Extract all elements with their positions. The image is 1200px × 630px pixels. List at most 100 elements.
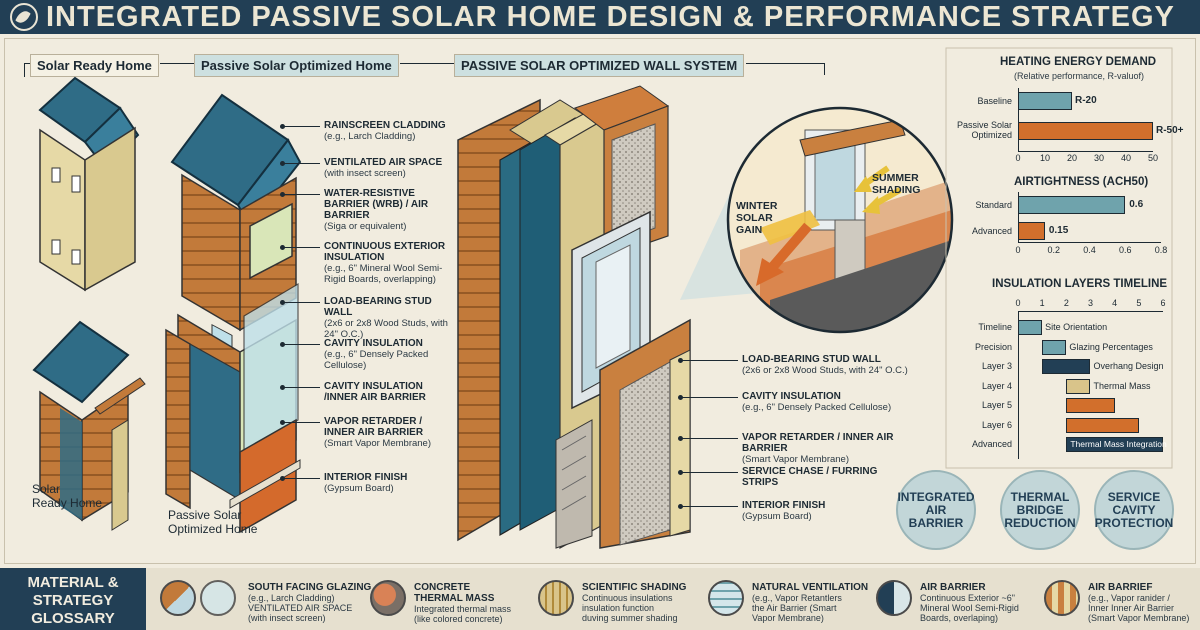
chart-tick-label: 0.2	[1047, 245, 1061, 255]
leader-line	[280, 192, 320, 197]
leader-line	[280, 420, 320, 425]
wall-layer-note-sub: (2x6 or 2x8 Wood Studs, with 24" O.C.)	[324, 318, 448, 340]
wall-layer-note-left: WATER-RESISTIVE BARRIER (WRB) / AIR BARR…	[324, 188, 450, 232]
leader-line	[280, 342, 320, 347]
glossary-item-title: SCIENTIFIC SHADING	[582, 582, 687, 593]
leader-line	[678, 395, 738, 400]
chart-axis	[1018, 311, 1163, 312]
badge-integrated-air-barrier: INTEGRATED AIR BARRIER	[896, 470, 976, 550]
main-panel-frame	[4, 38, 1196, 564]
wall-layer-note-sub: (e.g., Larch Cladding)	[324, 131, 416, 142]
house-illustrations	[32, 47, 1173, 550]
chart-tick-label: 0	[1015, 298, 1021, 308]
glossary-item-desc: (e.g., Larch Cladding) VENTILATED AIR SP…	[248, 593, 353, 623]
wall-layer-note-sub: (2x6 or 2x8 Wood Studs, with 24" O.C.)	[742, 365, 908, 376]
chart-category-label: Timeline	[978, 322, 1012, 332]
glossary-item-desc: Integrated thermal mass (like colored co…	[414, 604, 512, 624]
wall-layer-note-sub: (Gypsum Board)	[324, 483, 394, 494]
glossary-item: SOUTH FACING GLAZING(e.g., Larch Claddin…	[160, 574, 371, 630]
glossary-item-title: NATURAL VENTILATION	[752, 582, 869, 593]
timeline-bar	[1066, 417, 1139, 433]
badge-thermal-bridge-reduction: THERMAL BRIDGE REDUCTION	[1000, 470, 1080, 550]
chart-bar	[1018, 222, 1045, 240]
leader-line	[678, 358, 738, 363]
shading-icon	[538, 580, 574, 616]
glossary-item-desc: (e.g., Vapor Retantlers the Air Barrier …	[752, 593, 842, 623]
chart-category-label: Advanced	[971, 226, 1012, 236]
wall-layer-note-right: CAVITY INSULATION(e.g., 6" Densely Packe…	[742, 391, 912, 413]
leader-line	[280, 124, 320, 129]
wall-layer-note-sub: (Smart Vapor Membrane)	[742, 454, 849, 465]
page-title: INTEGRATED PASSIVE SOLAR HOME DESIGN & P…	[46, 1, 1175, 33]
chart-tick-label: 0	[1015, 153, 1021, 163]
wall-layer-note-right: VAPOR RETARDER / INNER AIR BARRIER(Smart…	[742, 432, 912, 465]
wall-layer-note-sub: (with insect screen)	[324, 168, 406, 179]
chart-title: HEATING ENERGY DEMAND	[1000, 56, 1157, 68]
wall-layer-note-title: INTERIOR FINISH	[324, 472, 408, 483]
chart-tick-label: 0.8	[1154, 245, 1168, 255]
section-connector	[160, 63, 194, 64]
timeline-bar	[1066, 437, 1163, 452]
glossary-item-title: SOUTH FACING GLAZING	[248, 582, 372, 593]
chart-category-label: Advanced	[971, 439, 1012, 449]
chart-tick-label: 20	[1066, 153, 1078, 163]
caption-solar-ready: Solar Ready Home	[32, 482, 103, 510]
wall-layer-note-left: INTERIOR FINISH(Gypsum Board)	[324, 472, 450, 494]
glossary-item-desc: Continuous Exterior ~6" Mineral Wool Sem…	[920, 593, 1019, 623]
timeline-bar-label: Thermal Mass	[1093, 380, 1151, 391]
leader-line	[280, 245, 320, 250]
concrete-icon	[370, 580, 406, 616]
section-tag-solar-ready: Solar Ready Home	[30, 54, 159, 77]
leader-line	[678, 504, 738, 509]
wall-layer-note-sub: (e.g., 6" Densely Packed Cellulose)	[742, 402, 892, 413]
wall-layer-note-left: LOAD-BEARING STUD WALL(2x6 or 2x8 Wood S…	[324, 296, 450, 340]
section-connector	[824, 63, 825, 75]
summer-shading-label: SUMMER SHADING	[872, 172, 921, 196]
section-connector	[400, 63, 454, 64]
chart-data-label: 0.15	[1048, 225, 1069, 236]
timeline-bar-label: Glazing Percentages	[1069, 341, 1153, 352]
wall-layer-note-sub: (Siga or equivalent)	[324, 221, 407, 232]
timeline-bar	[1066, 398, 1115, 413]
glazing-icon	[160, 580, 196, 616]
chart-subtitle: (Relative performance, R-valuof)	[1014, 71, 1145, 81]
glossary-item-title: AIR BARRIER	[920, 582, 986, 593]
chart-title: INSULATION LAYERS TIMELINE	[992, 278, 1168, 290]
wall-layer-note-title: WATER-RESISTIVE BARRIER (WRB) / AIR BARR…	[324, 188, 429, 221]
glossary-item-title: AIR BARRIEF	[1088, 582, 1153, 593]
wall-layer-note-sub: (Smart Vapor Membrane)	[324, 438, 431, 449]
section-tag-passive-optimized: Passive Solar Optimized Home	[194, 54, 399, 77]
chart-tick-label: 50	[1147, 153, 1159, 163]
chart-tick-label: 1	[1039, 298, 1045, 308]
wall-layer-note-left: VENTILATED AIR SPACE(with insect screen)	[324, 157, 450, 179]
wall-layer-note-title: VENTILATED AIR SPACE	[324, 157, 443, 168]
ventilation-icon	[708, 580, 744, 616]
glossary-item-desc: (e.g., Vapor ranider / Inner Inner Air B…	[1088, 593, 1190, 623]
glossary-item-desc: Continuous insulations insulation functi…	[582, 593, 678, 623]
wall-layer-note-sub: (e.g., 6" Densely Packed Cellulose)	[324, 349, 429, 371]
section-connector	[746, 63, 824, 64]
chart-category-label: Passive Solar Optimized	[956, 120, 1012, 140]
glossary-item: AIR BARRIEF(e.g., Vapor ranider / Inner …	[1044, 574, 1200, 630]
chart-bar	[1018, 196, 1126, 214]
section-connector	[24, 63, 30, 64]
chart-axis	[1018, 242, 1161, 243]
winter-solar-gain-label: WINTER SOLAR GAIN	[736, 200, 778, 236]
air-barrier-layers-icon	[1044, 580, 1080, 616]
glazing-icon-detail	[200, 580, 236, 616]
chart-category-label: Precision	[974, 341, 1012, 352]
window-detail-circle	[726, 106, 954, 334]
glossary-item-title: CONCRETE THERMAL MASS	[414, 582, 495, 604]
wall-layer-note-right: LOAD-BEARING STUD WALL(2x6 or 2x8 Wood S…	[742, 354, 912, 376]
chart-title: AIRTIGHTNESS (ACH50)	[1014, 176, 1149, 188]
leader-line	[678, 470, 738, 475]
glossary-heading: MATERIAL & STRATEGY GLOSSARY	[0, 568, 146, 630]
chart-category-label: Layer 3	[981, 361, 1012, 371]
chart-category-label: Layer 6	[981, 419, 1012, 430]
wall-layer-note-sub: (Gypsum Board)	[742, 511, 812, 522]
leader-line	[678, 436, 738, 441]
chart-tick-label: 5	[1136, 298, 1142, 308]
chart-tick-label: 40	[1120, 153, 1132, 163]
